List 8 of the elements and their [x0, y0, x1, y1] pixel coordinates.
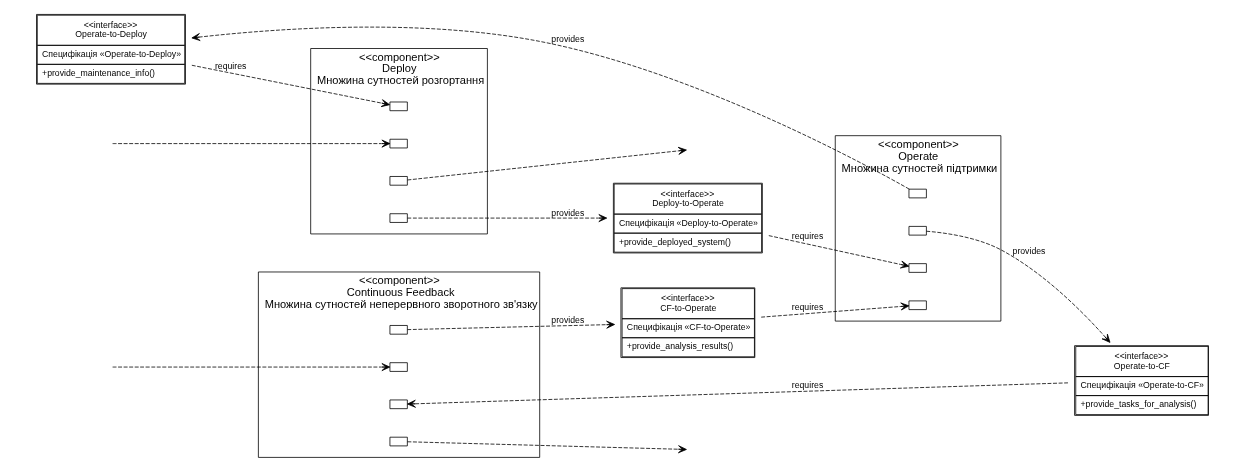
- edge-label: requires: [214, 60, 246, 71]
- edge-label: provides: [550, 34, 584, 45]
- edge-label: requires: [791, 301, 823, 312]
- edge-label: provides: [550, 314, 584, 325]
- edge-label: requires: [791, 230, 823, 241]
- edge-label: provides: [550, 207, 584, 218]
- edge-label: requires: [791, 379, 823, 390]
- edge-label: provides: [1012, 246, 1045, 257]
